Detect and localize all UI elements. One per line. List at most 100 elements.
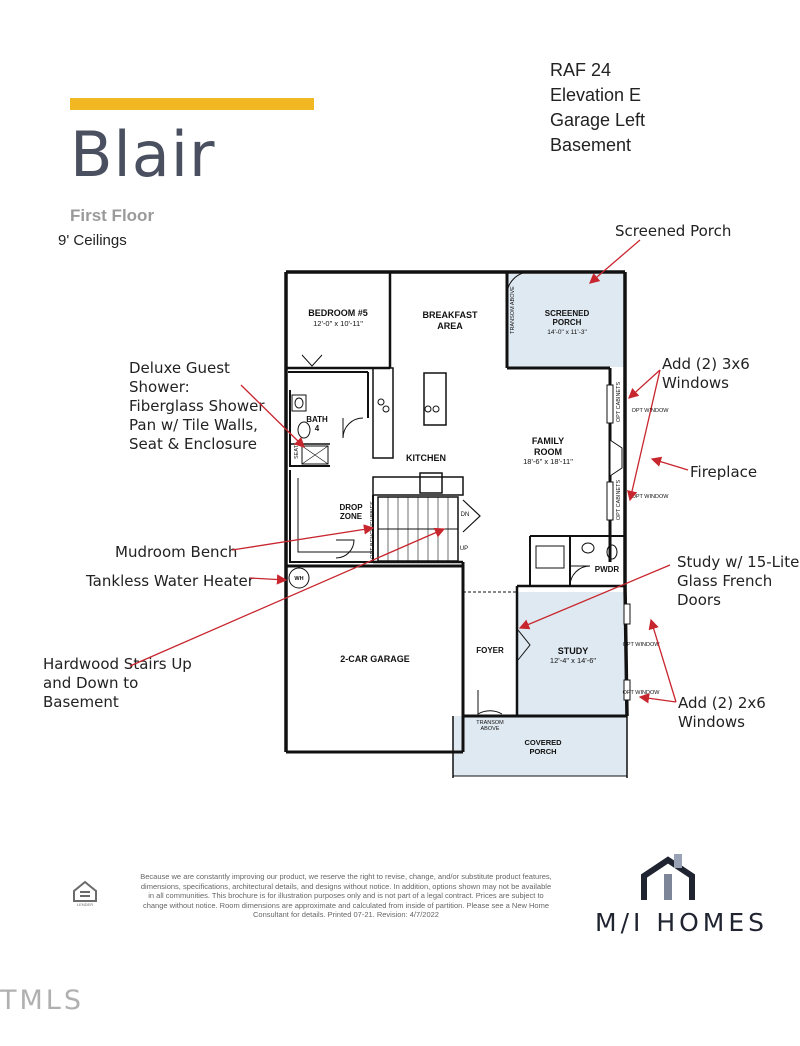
callout-line: Pan w/ Tile Walls,: [129, 416, 258, 434]
covered-porch-1: COVERED: [524, 738, 562, 747]
arrow-stairs: [129, 527, 446, 667]
opt-window-family-2: OPT WINDOW: [632, 494, 670, 500]
basin-icon: [294, 397, 304, 409]
callout-line: Hardwood Stairs Up: [43, 655, 192, 673]
callout-line: Glass French: [677, 572, 773, 590]
callout-line: Study w/ 15-Lite: [677, 553, 800, 571]
foyer-name: FOYER: [476, 646, 504, 655]
breakfast-name-1: BREAKFAST: [422, 310, 478, 320]
fireplace-icon: [609, 439, 623, 477]
callout-fireplace: Fireplace: [690, 463, 758, 481]
transom-above-label: TRANSOM ABOVE: [510, 286, 516, 334]
pwdr-toilet-icon: [606, 544, 618, 560]
callout-mudroom: Mudroom Bench: [115, 543, 238, 561]
accent-bar: [70, 98, 314, 110]
family-name-2: ROOM: [534, 447, 562, 457]
porch-name-2: PORCH: [553, 318, 582, 327]
breakfast-name-2: AREA: [437, 321, 463, 331]
callout-line: and Down to: [43, 674, 139, 692]
study-area: [517, 592, 627, 716]
transom-2-line-1: TRANSOM: [476, 720, 504, 726]
opt-cabinets-1: OPT CABINETS: [616, 382, 622, 423]
arrow-window-3x6-b: [626, 369, 661, 502]
shower-icon: [301, 445, 329, 465]
arrow-screened-porch: [589, 239, 641, 284]
disclaimer: Because we are constantly improving our …: [140, 872, 552, 919]
garage-name: 2-CAR GARAGE: [340, 654, 410, 664]
opt-bench-label: OPT BENCH/CUBBIES: [370, 501, 376, 559]
drop-zone-1: DROP: [339, 503, 363, 512]
brand-logo: M/I HOMES: [595, 908, 769, 937]
arrow-window-3x6-a: [628, 369, 661, 399]
arrow-study: [518, 564, 671, 630]
spec-line-elevation: Elevation E: [550, 85, 642, 105]
callout-windows-2x6: Add (2) 2x6 Windows: [678, 694, 766, 732]
spec-line-garage: Garage Left: [550, 110, 646, 130]
ceilings-note: 9' Ceilings: [58, 232, 127, 249]
covered-porch-area: [453, 716, 627, 776]
arrow-guest-shower: [240, 384, 305, 448]
sink-icon: [424, 405, 432, 413]
callout-line: Basement: [43, 693, 119, 711]
callout-line: Deluxe Guest: [129, 359, 230, 377]
callout-stairs: Hardwood Stairs Up and Down to Basement: [43, 655, 192, 712]
cooktop-icon: [377, 398, 385, 406]
pwdr-name: PWDR: [595, 565, 620, 574]
arrow-water-heater: [249, 574, 288, 585]
bath4-name-2: 4: [315, 424, 320, 433]
sink-icon: [291, 394, 307, 412]
door-swings: [301, 271, 591, 715]
callout-line: Shower:: [129, 378, 190, 396]
seat-label: SEAT: [294, 444, 300, 459]
floor-label: First Floor: [70, 206, 155, 225]
callout-line: Add (2) 3x6: [662, 355, 750, 373]
screened-porch-area: [507, 274, 625, 367]
watermark: TMLS: [0, 985, 84, 1016]
drop-zone-2: ZONE: [340, 512, 363, 521]
bedroom5-dims: 12'-0" x 10'-11": [313, 319, 363, 328]
toilet-icon: [297, 421, 311, 439]
transom-2-line-2: ABOVE: [481, 726, 500, 732]
study-dims: 12'-4" x 14'-6": [550, 656, 596, 665]
callout-line: Fiberglass Shower: [129, 397, 265, 415]
callout-study: Study w/ 15-Lite Glass French Doors: [677, 553, 799, 610]
porch-name-1: SCREENED: [545, 309, 590, 318]
porch-dims: 14'-0" x 11'-3": [547, 329, 587, 336]
window-markers: [606, 384, 631, 701]
arrow-window-2x6-a: [648, 618, 677, 703]
equal-housing-text: LENDER: [77, 902, 93, 907]
fixtures: [288, 394, 618, 589]
pwdr-sink-icon: [581, 542, 595, 554]
arrow-window-2x6-b: [638, 693, 677, 704]
callout-windows-3x6: Add (2) 3x6 Windows: [662, 355, 750, 393]
stairs-dn: DN: [461, 512, 470, 518]
study-name: STUDY: [558, 646, 589, 656]
family-dims: 18'-6" x 18'-11": [523, 457, 573, 466]
plan-spec: RAF 24 Elevation E Garage Left Basement: [550, 58, 645, 158]
stairs-up: UP: [460, 546, 468, 552]
arrow-fireplace: [650, 456, 689, 471]
opt-window-study-2: OPT WINDOW: [623, 690, 661, 696]
callout-screened-porch: Screened Porch: [615, 222, 732, 240]
callout-line: Add (2) 2x6: [678, 694, 766, 712]
callout-line: Doors: [677, 591, 721, 609]
covered-porch-2: PORCH: [529, 747, 556, 756]
callout-water-heater: Tankless Water Heater: [86, 572, 254, 590]
equal-housing-icon: LENDER: [73, 880, 97, 907]
callout-line: Seat & Enclosure: [129, 435, 258, 453]
bath4-name-1: BATH: [306, 415, 328, 424]
bedroom5-name: BEDROOM #5: [308, 308, 368, 318]
plan-title: Blair: [70, 118, 216, 191]
arrow-mudroom: [231, 524, 375, 551]
callout-line: Windows: [678, 713, 745, 731]
kitchen-name: KITCHEN: [406, 453, 446, 463]
callout-line: Windows: [662, 374, 729, 392]
spec-line-basement: Basement: [550, 135, 632, 155]
callout-guest-shower: Deluxe Guest Shower: Fiberglass Shower P…: [129, 359, 265, 454]
callout-arrows: [129, 239, 689, 704]
wh-label: WH: [294, 576, 303, 582]
family-name-1: FAMILY: [532, 436, 564, 446]
opt-window-study-1: OPT WINDOW: [623, 642, 661, 648]
water-heater-icon: [288, 567, 310, 589]
